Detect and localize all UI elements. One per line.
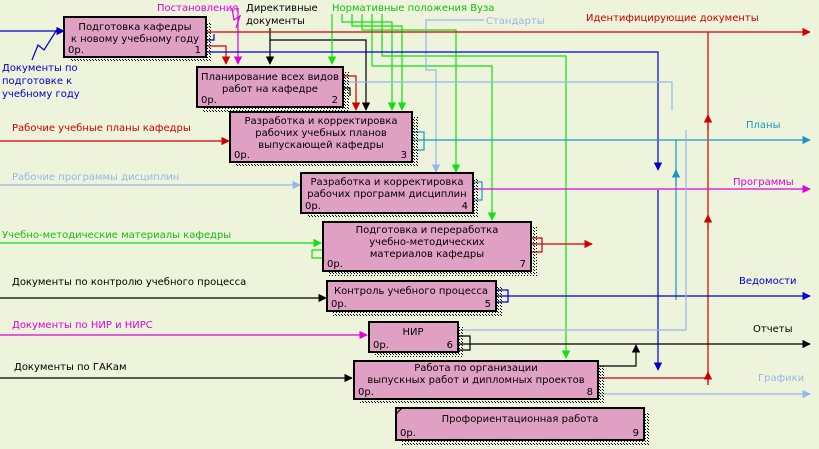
box-b2-cost: 0р. <box>201 95 217 106</box>
box-b6-cost: 0р. <box>373 340 389 351</box>
arrow-b8-out <box>598 344 641 367</box>
box-b9-num: 9 <box>633 428 639 439</box>
label-out-ident: Идентифицирующие документы <box>586 13 759 24</box>
box-b8-num: 8 <box>587 387 593 398</box>
label-in-nir: Документы по НИР и НИРС <box>12 320 153 331</box>
box-b5-title: Контроль учебного процесса <box>334 286 488 297</box>
label-out-reports: Отчеты <box>753 324 792 335</box>
label-ctl-standards: Стандарты <box>486 16 545 27</box>
box-b4[interactable] <box>300 172 474 214</box>
label-out-graphs: Графики <box>758 373 804 384</box>
arrow-ctl-standards <box>425 19 484 173</box>
box-b1-num: 1 <box>195 45 201 56</box>
box-b6-title: НИР <box>402 327 423 338</box>
label-in-curricula: Рабочие учебные планы кафедры <box>12 123 191 134</box>
arrow-ctl-norms-3 <box>351 14 407 111</box>
arrow-b6-out <box>458 130 687 331</box>
box-b7-cost: 0р. <box>327 259 343 270</box>
arrow-b1-to-b2 <box>206 45 231 65</box>
arrow-b7-in-loop <box>311 249 322 259</box>
box-b9-cost: 0р. <box>400 428 416 439</box>
arrow-ctl-norms-5 <box>371 14 497 221</box>
label-out-programs: Программы <box>733 177 794 188</box>
box-b5-num: 5 <box>485 299 491 310</box>
box-b2[interactable] <box>196 66 344 108</box>
box-b9-title: Профориентационная работа <box>442 414 599 425</box>
box-b7[interactable] <box>322 221 532 272</box>
label-out-plans: Планы <box>746 120 780 131</box>
label-in-programs: Рабочие программы дисциплин <box>12 172 179 183</box>
arrow-ctl-norms-4 <box>361 14 461 173</box>
box-b1-cost: 0р. <box>68 45 84 56</box>
box-b3-cost: 0р. <box>234 150 250 161</box>
arrow-ctl-directives <box>269 28 371 111</box>
arrow-ctl-norms-6 <box>381 14 571 359</box>
activity-boxes <box>63 16 650 445</box>
label-ctl-decrees: Постановления <box>157 3 238 14</box>
box-b1[interactable] <box>63 16 207 58</box>
box-b7-num: 7 <box>520 259 526 270</box>
box-b5[interactable] <box>326 280 497 312</box>
box-b4-cost: 0р. <box>305 201 321 212</box>
box-b2-num: 2 <box>332 95 338 106</box>
label-in-gak: Документы по ГАКам <box>14 362 127 373</box>
box-b5-cost: 0р. <box>331 299 347 310</box>
arrow-in-docs-prep-tick <box>31 27 59 61</box>
label-ctl-norms: Нормативные положения Вуза <box>332 3 494 14</box>
box-b6-num: 6 <box>447 340 453 351</box>
label-in-control: Документы по контролю учебного процесса <box>12 277 246 288</box>
box-b4-num: 4 <box>462 201 468 212</box>
box-b9[interactable] <box>395 407 645 441</box>
box-b3[interactable] <box>229 111 413 163</box>
box-b8-cost: 0р. <box>358 387 374 398</box>
arrow-ctl-decrees-tick <box>231 7 242 29</box>
label-out-sheets: Ведомости <box>739 276 797 287</box>
box-b6[interactable] <box>368 321 459 353</box>
box-b3-num: 3 <box>401 150 407 161</box>
arrow-b2-lb <box>342 81 673 110</box>
label-in-materials: Учебно-методические материалы кафедры <box>2 230 231 241</box>
box-b8[interactable] <box>353 360 599 400</box>
arrow-b1-blue-out <box>206 51 663 171</box>
